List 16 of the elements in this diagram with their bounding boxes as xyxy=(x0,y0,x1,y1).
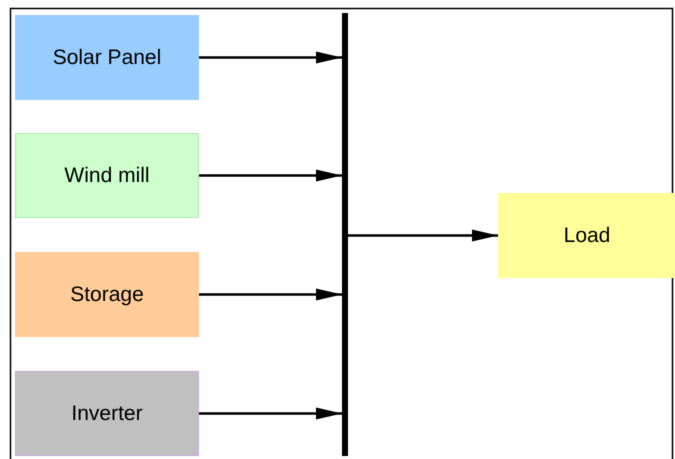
arrow xyxy=(199,170,342,182)
arrow xyxy=(348,230,498,242)
load-box xyxy=(498,193,675,278)
arrow xyxy=(199,408,342,420)
arrow xyxy=(199,52,342,64)
box-label: Load xyxy=(564,224,610,248)
process-box xyxy=(15,252,199,337)
box-label: Inverter xyxy=(71,402,143,426)
box-label: Storage xyxy=(70,282,144,306)
process-box xyxy=(15,15,199,100)
box-label: Wind mill xyxy=(64,164,150,188)
process-box xyxy=(15,133,199,218)
bus-bar xyxy=(342,13,348,456)
process-box xyxy=(15,371,199,456)
box-label: Solar Panel xyxy=(52,46,162,70)
arrow xyxy=(199,288,342,300)
